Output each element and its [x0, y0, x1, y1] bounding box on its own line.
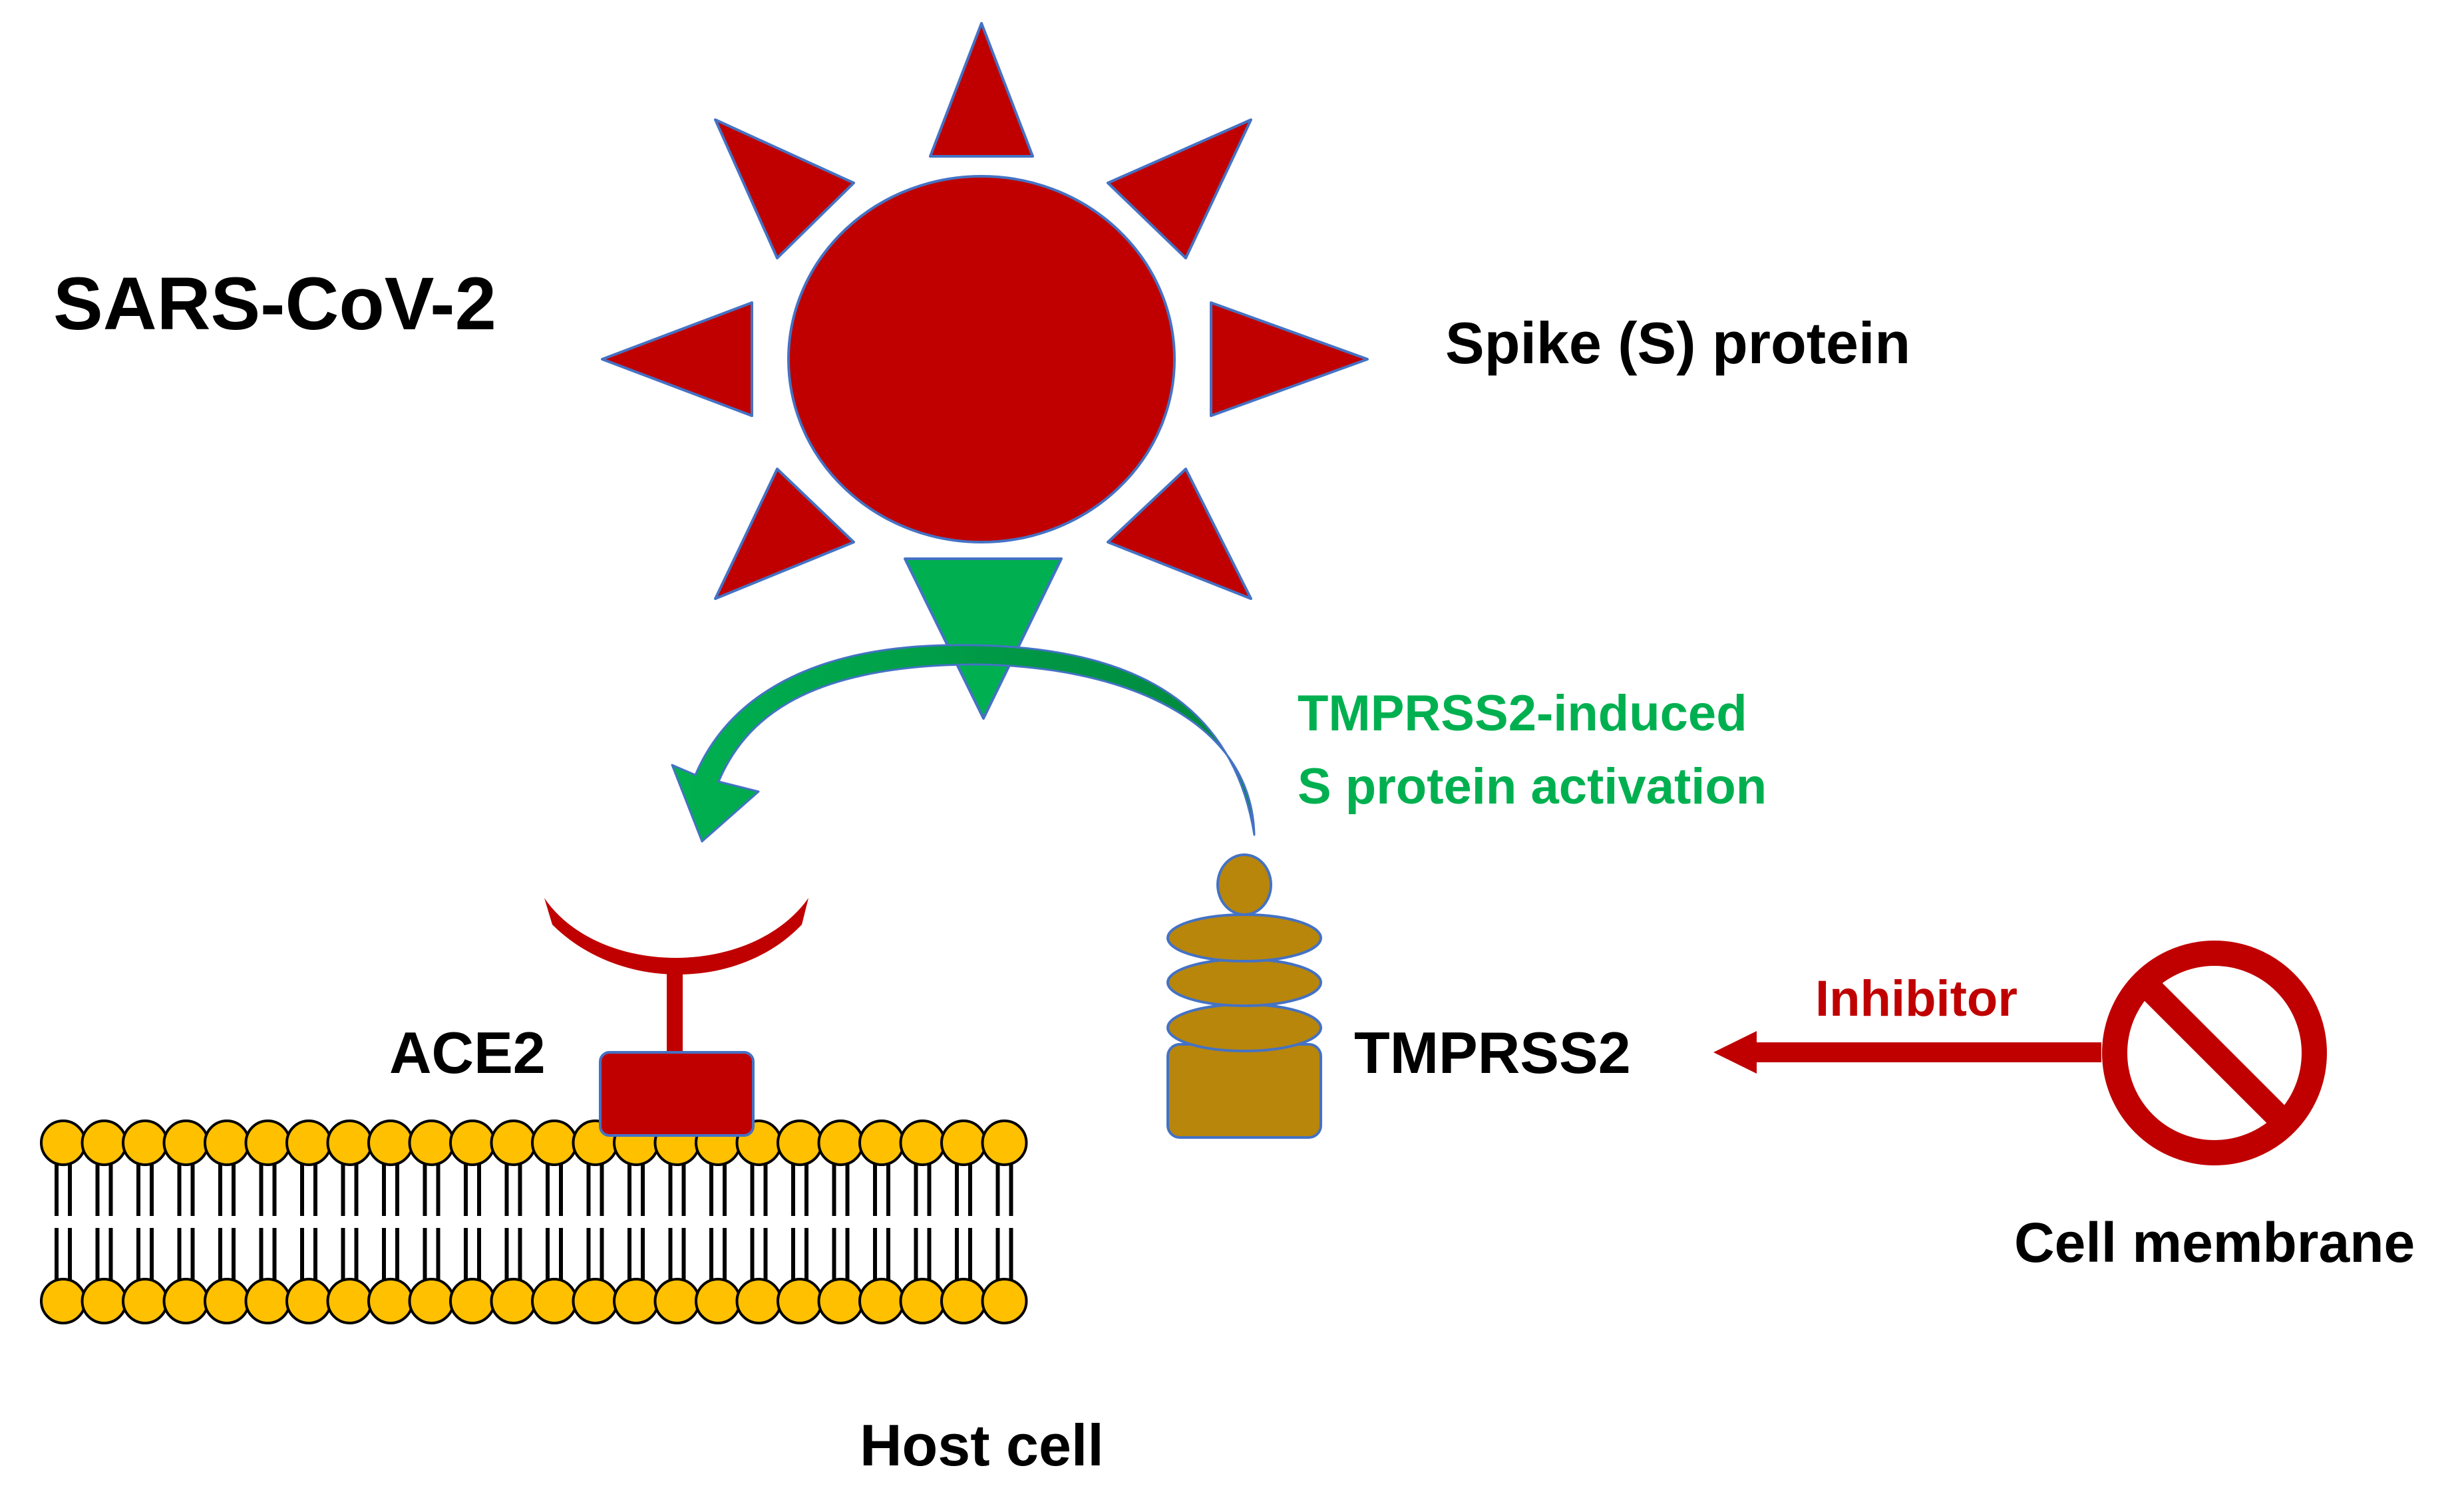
lipid-head: [613, 1278, 659, 1324]
prohibition-icon: [2102, 941, 2327, 1165]
inhibitor-arrow-shaft: [1750, 1042, 2101, 1062]
ace2-stalk: [667, 958, 683, 1058]
lipid-head: [244, 1278, 291, 1324]
ace2-label: ACE2: [389, 1020, 546, 1086]
spike-top: [929, 22, 1034, 158]
lipid-head: [858, 1278, 905, 1324]
lipid-head: [204, 1278, 250, 1324]
tmprss2-head: [1216, 853, 1272, 916]
lipid-head: [817, 1120, 864, 1166]
lipid-head: [572, 1278, 619, 1324]
host-cell-label: Host cell: [860, 1412, 1104, 1478]
lipid-head: [408, 1120, 455, 1166]
tmprss2-label: TMPRSS2: [1354, 1020, 1631, 1086]
lipid-head: [940, 1120, 987, 1166]
tmprss2-disc-1: [1166, 1003, 1322, 1052]
ace2-base: [599, 1051, 755, 1137]
lipid-head: [940, 1278, 987, 1324]
activation-arrow: [671, 644, 1256, 843]
cell-membrane-label: Cell membrane: [2014, 1211, 2415, 1274]
spike-lower-right: [1107, 468, 1252, 600]
inhibitor-arrow-head: [1713, 1031, 1757, 1074]
lipid-head: [40, 1278, 87, 1324]
lipid-head: [899, 1120, 946, 1166]
activation-label-line-1: TMPRSS2-induced: [1298, 685, 1747, 742]
lipid-head: [244, 1120, 291, 1166]
inhibitor-arrow: [1713, 1031, 2101, 1074]
lipid-head: [899, 1278, 946, 1324]
spike-protein-label: Spike (S) protein: [1445, 310, 1911, 376]
lipid-head: [449, 1120, 496, 1166]
lipid-head: [326, 1120, 373, 1166]
lipid-head: [40, 1120, 87, 1166]
virus-label: SARS-CoV-2: [53, 262, 496, 345]
lipid-head: [490, 1120, 537, 1166]
lipid-head: [326, 1278, 373, 1324]
lipid-head: [162, 1120, 210, 1166]
tmprss2-protease: [1166, 853, 1322, 1139]
tmprss2-disc-3: [1166, 913, 1322, 963]
cell-membrane: [40, 1120, 1028, 1324]
lipid-head: [285, 1278, 332, 1324]
lipid-head: [858, 1120, 905, 1166]
lipid-head: [490, 1278, 537, 1324]
lipid-head: [449, 1278, 496, 1324]
lipid-head: [735, 1278, 783, 1324]
lipid-head: [285, 1120, 332, 1166]
lipid-head: [777, 1120, 823, 1166]
activation-label-line-2: S protein activation: [1298, 758, 1767, 816]
lipid-head: [531, 1120, 578, 1166]
lipid-head: [81, 1278, 128, 1324]
lipid-head: [531, 1278, 578, 1324]
lipid-head: [817, 1278, 864, 1324]
lipid-head: [122, 1120, 168, 1166]
virus-body: [787, 175, 1176, 543]
lipid-head: [367, 1120, 414, 1166]
spike-lower-left: [714, 468, 855, 600]
activation-label: TMPRSS2-induced S protein activation: [1298, 677, 1767, 823]
tmprss2-disc-2: [1166, 958, 1322, 1007]
spike-protein-spikes: [601, 22, 1369, 600]
spike-upper-right: [1107, 118, 1252, 259]
spike-left: [601, 301, 753, 417]
lipid-head: [408, 1278, 455, 1324]
tmprss2-base: [1166, 1043, 1322, 1139]
lipid-head: [122, 1278, 168, 1324]
lipid-head: [367, 1278, 414, 1324]
lipid-head: [81, 1120, 128, 1166]
lipid-head: [981, 1120, 1028, 1166]
virus-icon: [601, 22, 1369, 720]
spike-upper-left: [714, 118, 855, 259]
activated-spike: [904, 557, 1063, 720]
lipid-head: [204, 1120, 250, 1166]
lipid-head: [162, 1278, 210, 1324]
lipid-head: [653, 1278, 701, 1324]
ace2-receptor: [544, 898, 808, 1137]
lipid-head: [981, 1278, 1028, 1324]
lipid-head: [777, 1278, 823, 1324]
ace2-binding-cup: [544, 898, 808, 974]
spike-right: [1210, 301, 1369, 417]
inhibitor-label: Inhibitor: [1815, 971, 2018, 1027]
lipid-head: [695, 1278, 741, 1324]
